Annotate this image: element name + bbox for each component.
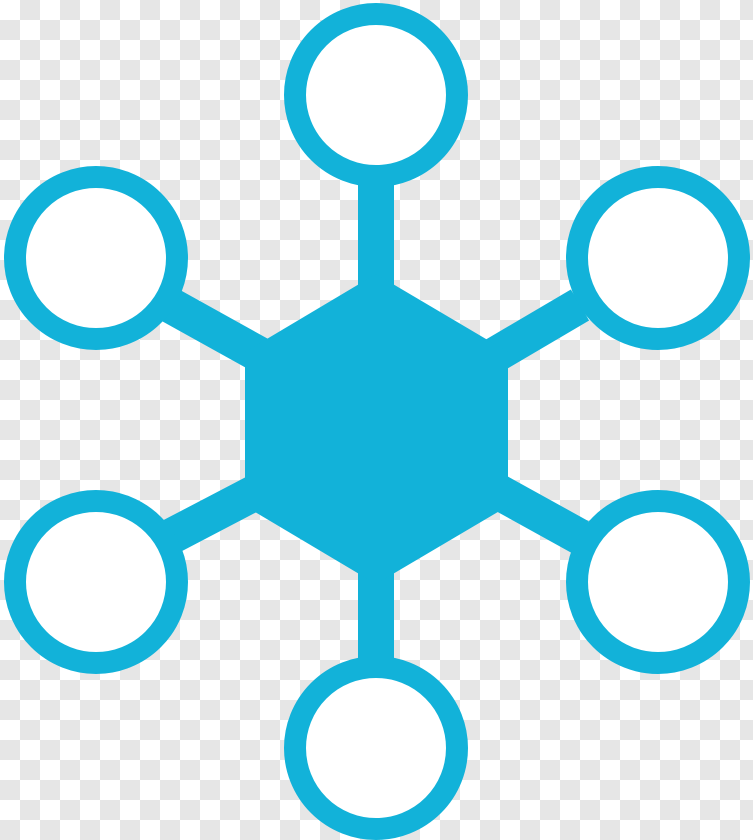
connector-node-upper-right [485, 289, 590, 371]
center-hexagon [245, 274, 508, 584]
connector-lines [161, 180, 590, 665]
node-bottom-circle [284, 656, 468, 840]
node-top-circle [284, 3, 468, 187]
node-circles [4, 3, 750, 840]
connector-node-upper-left [161, 289, 269, 371]
node-lower-left-circle [4, 490, 188, 674]
node-lower-right-circle [566, 490, 750, 674]
node-upper-left-circle [4, 166, 188, 350]
connector-node-lower-right [486, 474, 589, 553]
node-upper-right-circle [566, 166, 750, 350]
